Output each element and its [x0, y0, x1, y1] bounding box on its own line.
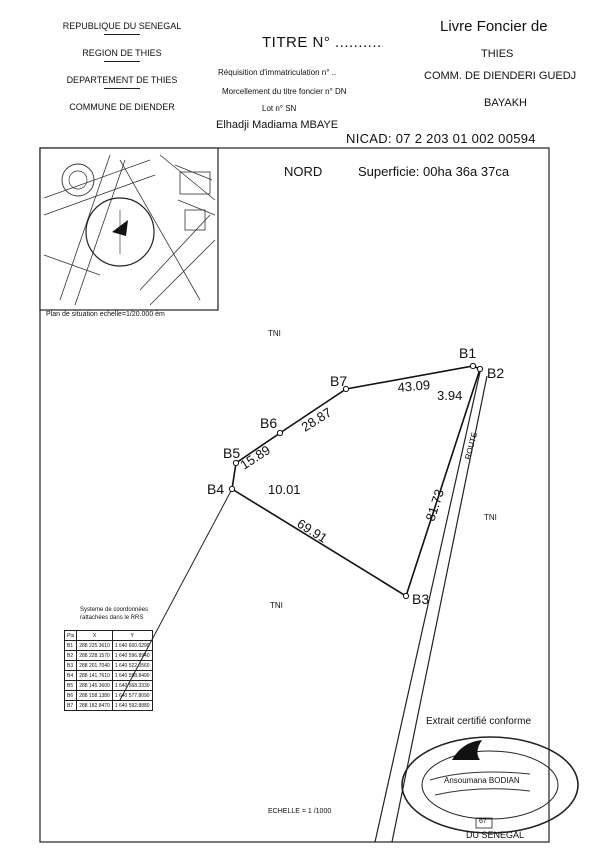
- table-row: B3 288 201.7040 1 640 522.0560: [63, 660, 153, 671]
- distance-b5-b6: 15.89: [237, 442, 272, 472]
- commune-label: COMMUNE DE DIENDER: [69, 102, 175, 112]
- tni-right: TNI: [484, 513, 497, 522]
- table-header-row: Pts X Y: [63, 630, 153, 641]
- tni-bottom: TNI: [270, 601, 283, 610]
- label-b2: B2: [487, 365, 504, 381]
- official-stamp: [401, 736, 579, 834]
- table-row: B7 288 182.8470 1 640 592.8880: [63, 700, 153, 711]
- city-label: THIES: [481, 48, 514, 60]
- label-b4: B4: [207, 481, 224, 497]
- table-cell: 1 640 577.8090: [111, 690, 153, 701]
- table-cell: 288 225.3610: [76, 640, 113, 651]
- table-row: B1 288 225.3610 1 640 600.0290: [63, 640, 153, 651]
- coordinate-system-line1: Systeme de coordonnées: [80, 607, 149, 613]
- stamp-signer: Ansoumana BODIAN: [444, 776, 520, 785]
- stamp-ring-text: DU SENEGAL: [466, 830, 525, 840]
- department-label: DEPARTEMENT DE THIES: [52, 76, 192, 89]
- morcellement-line: Morcellement du titre foncier n° DN: [222, 87, 347, 96]
- road: [374, 371, 488, 843]
- requisition-line: Réquisition d'immatriculation n° ..: [218, 68, 337, 77]
- admin-header: REPUBLIQUE DU SENEGAL REGION DE THIES DE…: [52, 22, 192, 126]
- distance-b4-b3: 69.91: [294, 516, 330, 546]
- stamp-number: 67: [479, 818, 487, 825]
- table-row: B5 288 145.3600 1 640 568.3330: [63, 680, 153, 691]
- table-header: Pts: [63, 630, 78, 641]
- parcel-boundary: [231, 365, 481, 598]
- certification-label: Extrait certifié conforme: [426, 716, 532, 727]
- table-cell: B3: [63, 660, 78, 671]
- table-header: Y: [111, 630, 153, 641]
- point-b2: [476, 365, 484, 373]
- table-cell: B6: [63, 690, 78, 701]
- coordinate-system-line2: rattachées dans le RRS: [80, 615, 144, 622]
- title-number: TITRE N° ..........: [262, 34, 382, 51]
- table-cell: 1 640 568.3330: [111, 680, 153, 691]
- distance-b4-b5: 10.01: [268, 482, 301, 497]
- coordinate-system-caption: Systeme de coordonnées rattachées dans l…: [80, 606, 148, 622]
- distance-b2-b3: 81.73: [423, 487, 447, 523]
- table-cell: B7: [63, 700, 78, 711]
- table-cell: 288 145.3600: [76, 680, 113, 691]
- label-b6: B6: [260, 415, 277, 431]
- table-cell: 1 640 592.8880: [111, 700, 153, 711]
- table-cell: 1 640 596.8940: [111, 650, 153, 661]
- table-cell: 288 201.7040: [76, 660, 113, 671]
- roundabout-inner: [68, 170, 88, 190]
- table-cell: 1 640 558.8490: [111, 670, 153, 681]
- table-cell: 288 158.1380: [76, 690, 113, 701]
- table-cell: 1 640 600.0290: [111, 640, 153, 651]
- coordinate-table: Pts X Y B1 288 225.3610 1 640 600.0290 B…: [63, 630, 153, 711]
- location-map-streets: [43, 154, 216, 306]
- area-label: Superficie: 00ha 36a 37ca: [358, 164, 510, 179]
- republic-label: REPUBLIQUE DU SENEGAL: [52, 22, 192, 35]
- owner-name: Elhadji Madiama MBAYE: [216, 119, 339, 131]
- table-cell: 288 182.8470: [76, 700, 113, 711]
- table-cell: B1: [63, 640, 78, 651]
- point-b4: [228, 485, 236, 493]
- table-row: B4 288 141.7610 1 640 558.8490: [63, 670, 153, 681]
- table-cell: 288 228.1570: [76, 650, 113, 661]
- table-cell: 288 141.7610: [76, 670, 113, 681]
- nicad-number: NICAD: 07 2 203 01 002 00594: [346, 131, 536, 146]
- commune-right-label: COMM. DE DIENDERI GUEDJ: [424, 70, 577, 82]
- scale-label: ECHELLE = 1 /1000: [268, 808, 332, 815]
- lot-line: Lot n° SN: [262, 104, 297, 113]
- north-label: NORD: [284, 164, 323, 179]
- livre-foncier-label: Livre Foncier de: [440, 18, 548, 35]
- point-b1: [469, 362, 477, 370]
- point-b3: [402, 592, 410, 600]
- table-header: X: [76, 630, 113, 641]
- point-b5: [232, 459, 240, 467]
- tni-top: TNI: [268, 329, 281, 338]
- roundabout: [61, 163, 95, 197]
- table-cell: B4: [63, 670, 78, 681]
- label-b7: B7: [330, 373, 347, 389]
- label-b5: B5: [223, 445, 240, 461]
- point-b7: [342, 385, 350, 393]
- distance-b1-b2: 3.94: [437, 388, 462, 403]
- table-row: B6 288 158.1380 1 640 577.8090: [63, 690, 153, 701]
- plan-frame: [39, 147, 550, 843]
- location-circle: [85, 197, 155, 267]
- point-b6: [276, 429, 284, 437]
- label-b3: B3: [412, 591, 429, 607]
- table-cell: B2: [63, 650, 78, 661]
- table-row: B2 288 228.1570 1 640 596.8940: [63, 650, 153, 661]
- table-cell: B5: [63, 680, 78, 691]
- table-cell: 1 640 522.0560: [111, 660, 153, 671]
- location-map-caption: Plan de situation echelle=1/20.000 èm: [46, 311, 165, 318]
- region-label: REGION DE THIES: [52, 49, 192, 62]
- place-label: BAYAKH: [484, 97, 527, 109]
- distance-b7-b1: 43.09: [397, 377, 431, 395]
- label-b1: B1: [459, 345, 476, 361]
